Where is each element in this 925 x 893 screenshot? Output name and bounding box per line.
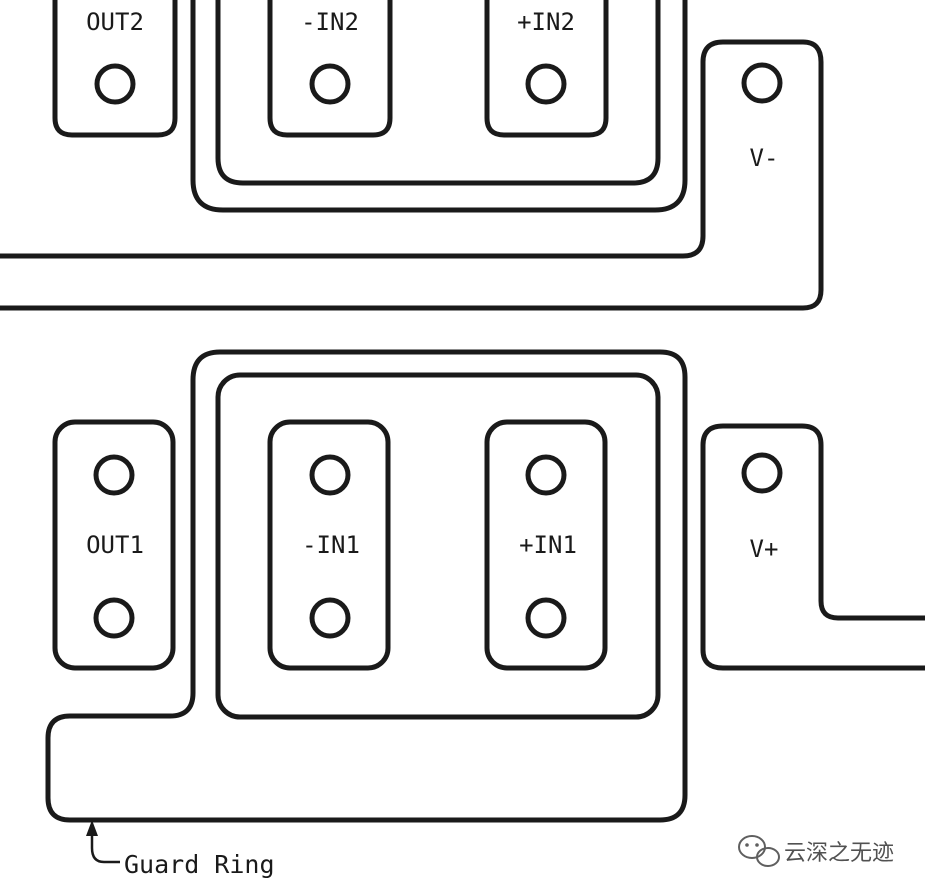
in1-neg-label: -IN1: [302, 531, 360, 559]
guard-ring-label: Guard Ring: [124, 850, 275, 879]
in1-pos-pad-outline: [484, 419, 608, 671]
v-neg-trace: [0, 39, 824, 311]
guard-ring-1-outer: [45, 349, 688, 823]
guard-ring-2-inner: [215, 0, 661, 186]
out1-top-hole: [93, 454, 135, 496]
guard-ring-1-inner: [215, 372, 661, 720]
v-neg-label: V-: [750, 144, 779, 172]
in1-neg-bottom-hole: [309, 597, 351, 639]
channel-1-group: OUT1 -IN1 +IN1 V+: [45, 349, 925, 823]
v-pos-label: V+: [750, 535, 779, 563]
in1-pos-bottom-hole: [525, 597, 567, 639]
out1-label: OUT1: [86, 531, 144, 559]
out2-pad-outline: [52, 0, 178, 138]
annotation-arrowhead: [86, 820, 98, 836]
out2-label: OUT2: [86, 8, 144, 36]
in2-pos-pad-hole: [525, 63, 567, 105]
in1-pos-top-hole: [525, 454, 567, 496]
watermark-text: 云深之无迹: [784, 841, 894, 866]
guard-ring-2-outer: [190, 0, 688, 213]
in1-neg-pad-outline: [267, 419, 391, 671]
in2-neg-label: -IN2: [301, 8, 359, 36]
in2-pos-label: +IN2: [517, 8, 575, 36]
out1-bottom-hole: [93, 597, 135, 639]
in1-neg-top-hole: [309, 454, 351, 496]
wechat-icon: [738, 835, 780, 867]
in2-pos-pad-outline: [484, 0, 609, 138]
in1-pos-label: +IN1: [519, 531, 577, 559]
out1-pad-outline: [52, 419, 176, 671]
guard-ring-annotation: Guard Ring: [86, 820, 275, 879]
v-pos-pad-hole: [741, 452, 783, 494]
watermark: 云深之无迹: [738, 835, 894, 867]
channel-2-group: OUT2 -IN2 +IN2 V-: [0, 0, 824, 311]
in2-neg-pad-hole: [309, 63, 351, 105]
in2-neg-pad-outline: [267, 0, 393, 138]
out2-pad-hole: [94, 63, 136, 105]
v-pos-trace: [700, 423, 925, 671]
v-neg-pad-hole: [741, 62, 783, 104]
annotation-leader-line: [90, 826, 120, 864]
